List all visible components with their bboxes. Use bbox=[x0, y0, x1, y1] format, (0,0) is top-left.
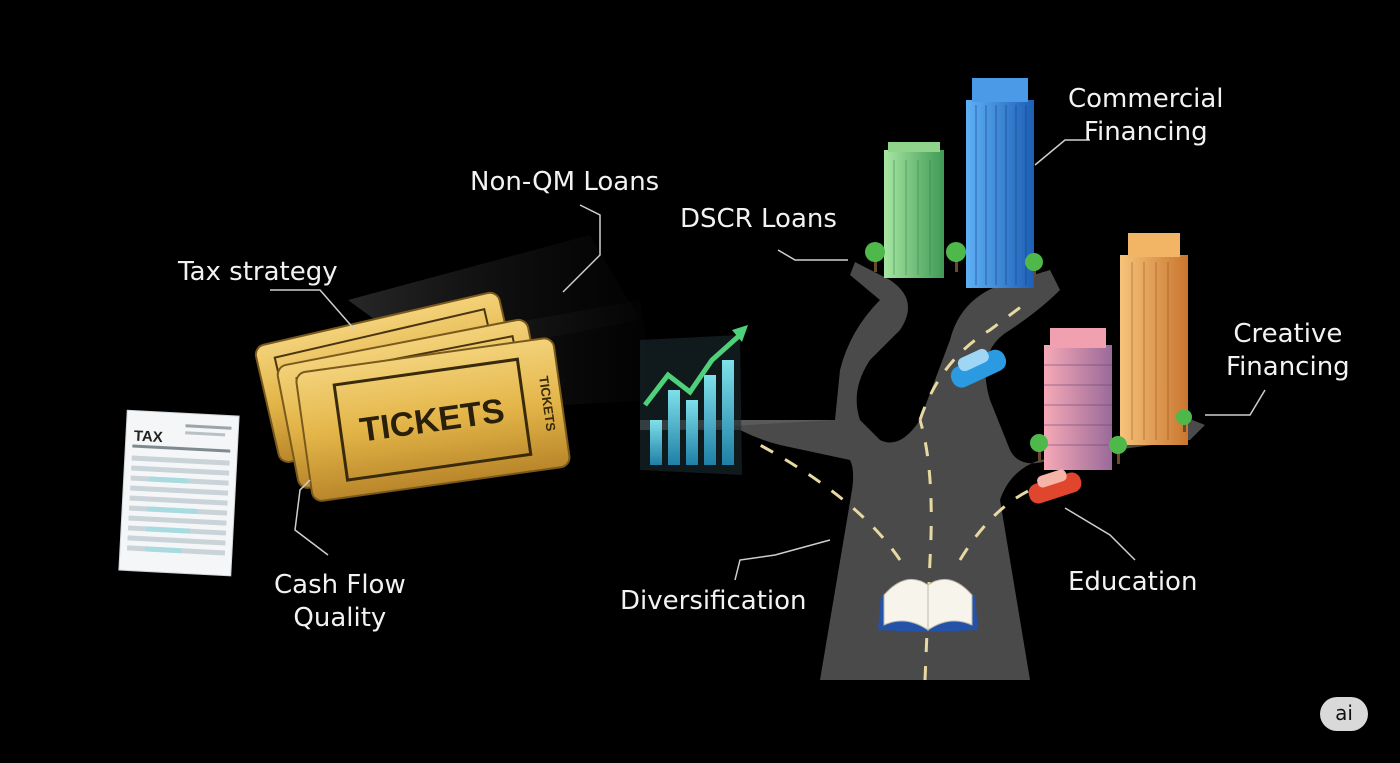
label-diversification: Diversification bbox=[620, 586, 807, 616]
label-commercial-financing: Commercial Financing bbox=[1068, 83, 1224, 149]
building-orange-icon bbox=[1120, 233, 1188, 445]
tickets-icon: TICKETS TICKETS bbox=[254, 291, 571, 502]
label-commercial-financing-line2: Financing bbox=[1083, 117, 1208, 147]
growth-chart-icon bbox=[640, 325, 748, 475]
label-cash-flow-quality-line1: Cash Flow bbox=[274, 570, 406, 600]
label-cash-flow-quality-line2: Quality bbox=[293, 603, 387, 633]
building-blue-icon bbox=[966, 78, 1034, 288]
tree-icons bbox=[865, 242, 1192, 464]
label-creative-financing: Creative Financing bbox=[1226, 318, 1350, 384]
label-education: Education bbox=[1068, 567, 1198, 597]
label-dscr-loans: DSCR Loans bbox=[680, 204, 837, 234]
label-creative-financing-line1: Creative bbox=[1233, 319, 1343, 349]
building-green-icon bbox=[884, 142, 944, 278]
label-non-qm-loans: Non-QM Loans bbox=[470, 167, 660, 197]
book-icon bbox=[878, 578, 978, 632]
car-blue-icon bbox=[950, 348, 1007, 388]
ai-badge: ai bbox=[1320, 697, 1368, 731]
building-pink-icon bbox=[1044, 328, 1112, 470]
tax-form-title: TAX bbox=[133, 428, 163, 446]
label-tax-strategy: Tax strategy bbox=[178, 257, 338, 287]
label-cash-flow-quality: Cash Flow Quality bbox=[274, 569, 406, 635]
label-creative-financing-line2: Financing bbox=[1226, 352, 1350, 382]
tax-form-icon: TAX bbox=[118, 409, 240, 577]
car-red-icon bbox=[1028, 469, 1082, 504]
label-commercial-financing-line1: Commercial bbox=[1068, 84, 1224, 114]
leader-lines bbox=[270, 139, 1266, 581]
